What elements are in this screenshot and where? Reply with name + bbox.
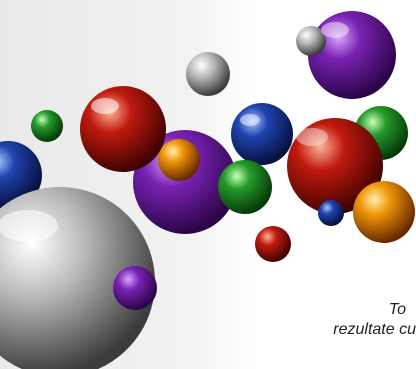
caption-line-1: To <box>388 301 406 318</box>
orange-sphere-small <box>158 139 200 181</box>
blue-sphere-tiny <box>318 200 344 226</box>
green-sphere-small-left <box>31 110 63 142</box>
orange-sphere-right <box>353 181 415 243</box>
silver-sphere-middle <box>186 52 230 96</box>
blue-sphere-middle <box>231 103 293 165</box>
caption-line-2: rezultate cu <box>333 321 416 338</box>
red-sphere-tiny <box>255 226 291 262</box>
purple-sphere-top-right <box>308 11 396 99</box>
red-sphere-large <box>80 86 166 172</box>
green-sphere-middle <box>218 160 272 214</box>
silver-sphere-small-top <box>296 26 326 56</box>
purple-sphere-small-bottom <box>113 266 157 310</box>
red-sphere-right <box>287 118 383 214</box>
caption-text: To rezultate cu <box>226 300 416 340</box>
